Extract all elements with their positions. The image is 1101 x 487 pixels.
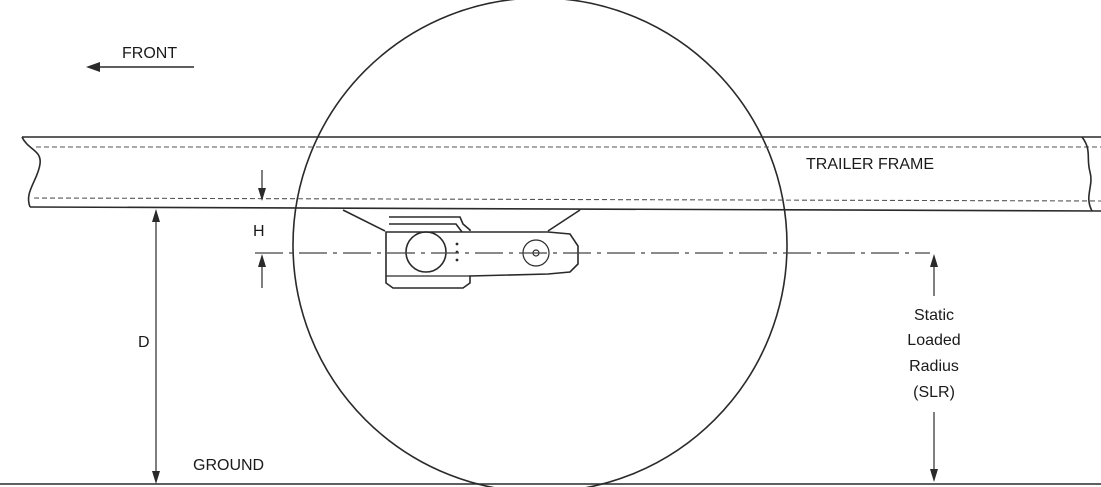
h-dimension [258,170,266,288]
suspension-bracket [342,209,581,289]
ground-label: GROUND [193,457,264,474]
slr-label-line-3: Radius [909,358,959,375]
trailer-frame [21,136,1101,212]
wheel-circle [292,0,788,487]
d-label: D [138,334,150,351]
trailer-frame-label: TRAILER FRAME [806,156,934,173]
front-label: FRONT [122,45,177,62]
slr-label: Static Loaded Radius (SLR) [907,307,960,401]
slr-dimension [930,254,938,482]
d-dimension [152,209,160,484]
slr-label-line-2: Loaded [907,332,960,349]
front-arrow [86,62,194,72]
h-label: H [253,223,265,240]
slr-label-line-1: Static [914,307,954,324]
slr-label-line-4: (SLR) [913,384,955,401]
